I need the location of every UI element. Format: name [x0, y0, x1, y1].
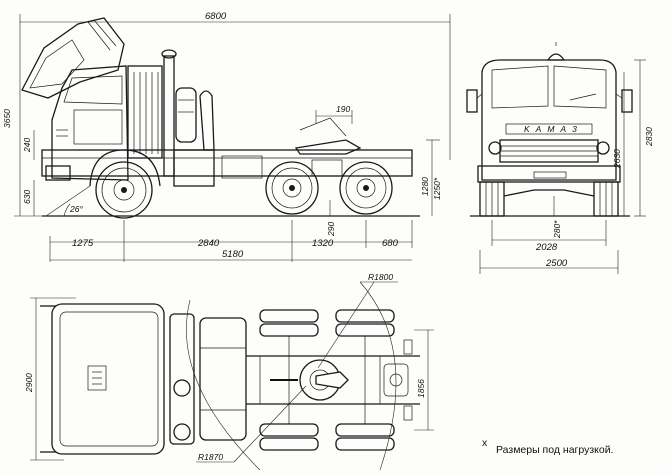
dim-fifth-wheel-height: 1280 — [420, 177, 430, 196]
footnote-mark: x — [482, 437, 488, 449]
dim-radius-1800: R1800 — [368, 272, 393, 282]
footnote-text: Размеры под нагрузкой. — [496, 444, 613, 456]
dim-rear-axle-spacing: 1320 — [312, 238, 334, 249]
dim-approach-angle: 26° — [69, 204, 83, 214]
dim-wheelbase-front: 2840 — [197, 238, 220, 249]
dim-fifth-wheel-height-loaded: 1250* — [432, 177, 442, 200]
dim-hood-height: 240 — [22, 138, 32, 153]
dim-radius-1870: R1870 — [198, 452, 223, 462]
dim-height: 3650 — [2, 109, 12, 128]
front-view: KAMA3 2830 2630 280* — [466, 42, 654, 274]
dim-front-clearance: 630 — [22, 190, 32, 204]
rear-wheels-top — [259, 309, 395, 451]
dim-front-2630: 2630 — [612, 149, 622, 169]
dim-front-track: 2028 — [535, 242, 558, 253]
dim-min-clearance: 290 — [326, 222, 336, 237]
dim-front-2830: 2830 — [644, 127, 654, 147]
dim-fifth-wheel-offset: 190 — [336, 104, 350, 114]
dim-rear-overhang: 680 — [382, 238, 399, 249]
top-view: 2900 — [24, 272, 434, 471]
dim-front-overhang: 1275 — [72, 238, 94, 249]
brand-plate: KAMA3 — [524, 124, 583, 134]
dim-top-width: 2900 — [24, 373, 34, 393]
side-view: 6800 — [2, 11, 451, 262]
dim-rear-track-width: 1856 — [416, 379, 426, 398]
dim-wheelbase-total: 5180 — [222, 249, 244, 260]
dim-rear-clearance: 280* — [552, 220, 562, 239]
dim-overall-width: 2500 — [545, 258, 568, 269]
dim-overall-length: 6800 — [205, 11, 227, 22]
